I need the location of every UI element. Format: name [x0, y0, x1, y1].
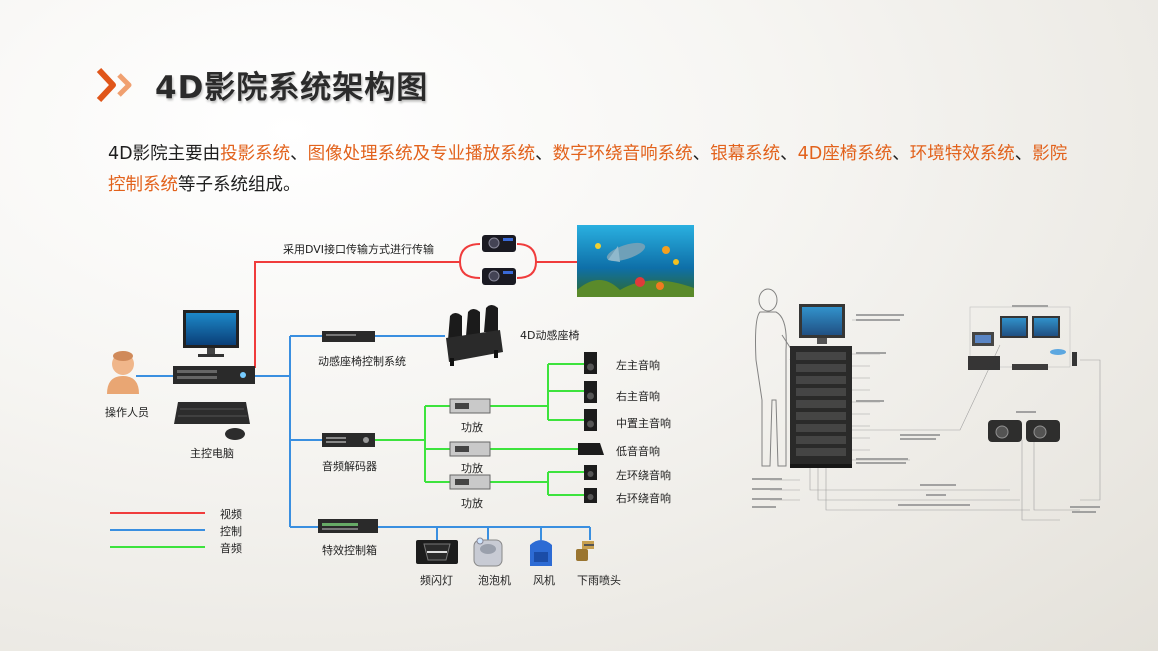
- person-silhouette-icon: [755, 288, 796, 467]
- intro-text: 等子系统组成。: [178, 175, 301, 195]
- operator-label: 操作人员: [105, 406, 149, 419]
- audio-lines: [375, 363, 584, 496]
- cinema-rack-illustration: [752, 288, 1101, 521]
- speaker-icon: [584, 381, 597, 403]
- intro-highlight: 银幕系统: [710, 144, 781, 164]
- monitor-icon: [183, 310, 239, 357]
- intro-text: 、: [780, 144, 798, 164]
- intro-highlight: 4D座椅系统: [797, 144, 893, 164]
- fan-icon: [530, 540, 552, 566]
- amplifier-label: 功放: [461, 497, 483, 510]
- intro-highlight: 环境特效系统: [909, 144, 1015, 164]
- speaker-icon: [584, 409, 597, 431]
- keyboard-icon: [174, 402, 250, 424]
- main-pc-label: 主控电脑: [190, 447, 234, 460]
- intro-text: 、: [692, 144, 711, 164]
- rain-nozzle-icon: [576, 541, 594, 561]
- motion-seat-icon: [446, 305, 503, 366]
- effects-control-box-label: 特效控制箱: [322, 544, 377, 557]
- double-chevron-icon: [96, 67, 132, 102]
- effects-control-box-icon: [318, 519, 378, 533]
- audio-decoder-icon: [322, 433, 375, 447]
- effect-label-strobe: 频闪灯: [420, 574, 453, 587]
- strobe-light-icon: [416, 540, 458, 564]
- audio-decoder-label: 音频解码器: [322, 460, 377, 473]
- speaker-icon: [584, 352, 597, 374]
- legend-label-audio: 音频: [220, 542, 242, 555]
- cinema-screen-image: [577, 225, 694, 297]
- speaker-icon: [584, 488, 597, 503]
- projector-icon: [482, 268, 516, 285]
- legend-label-control: 控制: [220, 525, 242, 538]
- host-unit-icon: [173, 366, 255, 384]
- legend-label-video: 视频: [220, 508, 242, 521]
- intro-highlight: 投影系统: [220, 144, 291, 164]
- intro-paragraph: 4D影院主要由投影系统、图像处理系统及专业播放系统、数字环绕音响系统、银幕系统、…: [108, 139, 1068, 201]
- mouse-icon: [225, 428, 245, 440]
- amplifier-label: 功放: [461, 462, 483, 475]
- amplifier-icon: [449, 441, 491, 457]
- page-title: 4D影院系统架构图: [155, 70, 429, 106]
- seat-controller-icon: [322, 331, 375, 342]
- intro-highlight: 图像处理系统及专业播放系统: [307, 144, 536, 164]
- speaker-label-left-surround: 左环绕音响: [616, 469, 671, 482]
- seat-control-system-label: 动感座椅控制系统: [318, 355, 406, 368]
- amplifier-label: 功放: [461, 421, 483, 434]
- intro-text: 、: [290, 144, 308, 164]
- effect-label-bubble: 泡泡机: [478, 574, 511, 587]
- effect-label-fan: 风机: [533, 574, 555, 587]
- intro-text: 、: [1014, 144, 1033, 164]
- operator-icon: [107, 351, 139, 394]
- projector-icon: [482, 235, 516, 252]
- control-lines: [136, 335, 591, 540]
- speaker-label-subwoofer: 低音音响: [616, 445, 660, 458]
- effect-label-rain: 下雨喷头: [577, 574, 621, 587]
- video-lines: [254, 243, 578, 368]
- motion-seat-label: 4D动感座椅: [520, 329, 580, 342]
- speaker-label-right-surround: 右环绕音响: [616, 492, 671, 505]
- bubble-machine-icon: [473, 537, 503, 567]
- title-bar: 4D影院系统架构图: [95, 62, 428, 107]
- intro-text: 、: [535, 144, 553, 164]
- speaker-icon: [584, 465, 597, 480]
- amplifier-icon: [449, 474, 491, 490]
- dvi-transmission-label: 采用DVI接口传输方式进行传输: [283, 243, 435, 256]
- intro-text: 4D影院主要由: [108, 144, 221, 164]
- amplifier-icon: [449, 398, 491, 414]
- intro-text: 、: [892, 144, 910, 164]
- subwoofer-icon: [578, 443, 604, 455]
- speaker-label-center: 中置主音响: [616, 417, 671, 430]
- speaker-label-right-main: 右主音响: [616, 390, 660, 403]
- intro-highlight: 数字环绕音响系统: [552, 144, 693, 164]
- intro-highlight: 影院控制系统: [108, 144, 1068, 195]
- speaker-label-left-main: 左主音响: [616, 359, 660, 372]
